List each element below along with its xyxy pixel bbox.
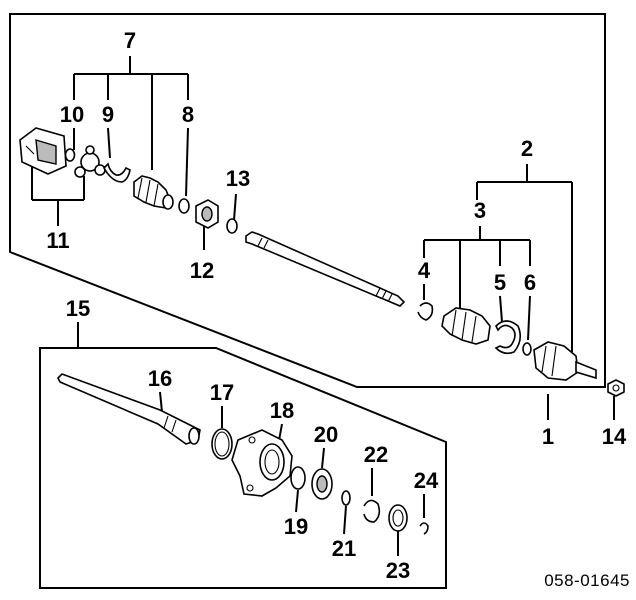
- callout-9: 9: [102, 102, 114, 127]
- callout-22: 22: [364, 442, 388, 467]
- half-shaft: [245, 231, 406, 307]
- callout-12: 12: [190, 258, 214, 283]
- callout-18: 18: [270, 398, 294, 423]
- inboard-joint-boot: [133, 175, 174, 210]
- callout-23: 23: [386, 558, 410, 583]
- outboard-ring: [417, 302, 434, 321]
- callout-5: 5: [494, 270, 506, 295]
- callout-19: 19: [284, 514, 308, 539]
- callout-10: 10: [60, 102, 84, 127]
- callout-24: 24: [414, 468, 439, 493]
- callout-21: 21: [332, 536, 356, 561]
- washer: [341, 490, 351, 506]
- callout-2: 2: [521, 136, 533, 161]
- leader-lines: [31, 56, 615, 556]
- dynamic-damper: [195, 199, 219, 229]
- callout-labels: 7 10 9 8 13 11 12 2 3 4 5 6 1 14 15 16 1…: [46, 28, 627, 583]
- callout-15: 15: [66, 296, 90, 321]
- damper-band: [226, 218, 238, 234]
- boot-band-small: [178, 198, 190, 214]
- callout-4: 4: [418, 258, 431, 283]
- catalog-code: 058-01645: [544, 571, 630, 590]
- callout-3: 3: [474, 198, 486, 223]
- upper-assembly-frame: [9, 13, 606, 388]
- tripod-spider: [74, 145, 106, 178]
- callout-7: 7: [124, 28, 136, 53]
- callout-11: 11: [46, 228, 69, 253]
- intermediate-shaft: [57, 373, 201, 445]
- lower-assembly-frame: [39, 347, 447, 589]
- spindle-nut: [607, 379, 625, 397]
- outboard-boot-band: [494, 320, 522, 355]
- outboard-joint-boot: [441, 307, 491, 345]
- dust-seal: [388, 504, 408, 532]
- callout-13: 13: [226, 166, 250, 191]
- callout-8: 8: [182, 102, 194, 127]
- callout-6: 6: [524, 270, 536, 295]
- callout-14: 14: [602, 424, 627, 449]
- boot-band-large: [103, 162, 131, 183]
- support-ring: [290, 466, 306, 490]
- callout-1: 1: [542, 424, 554, 449]
- callout-16: 16: [148, 366, 172, 391]
- callout-20: 20: [314, 422, 338, 447]
- snap-ring: [64, 148, 76, 162]
- shaft-clip: [419, 522, 429, 535]
- support-bearing: [311, 468, 333, 500]
- inboard-joint-housing: [19, 127, 67, 175]
- callout-17: 17: [210, 380, 234, 405]
- bearing-support: [231, 429, 293, 497]
- bearing-snap-ring: [363, 499, 381, 523]
- outboard-small-ring: [522, 342, 532, 356]
- outboard-cv-joint: [533, 341, 597, 381]
